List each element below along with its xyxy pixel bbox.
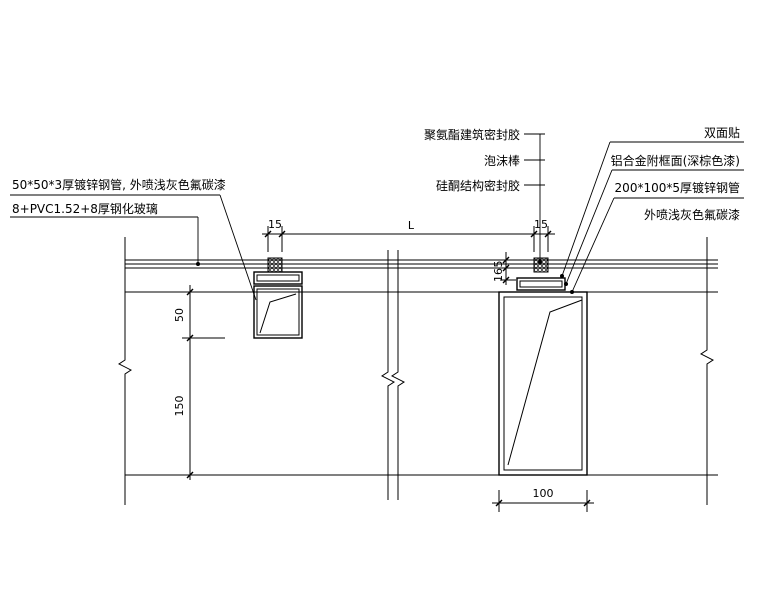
leader-lines bbox=[10, 133, 744, 301]
structure-lines bbox=[125, 291, 718, 476]
label-steel-tube-small: 50*50*3厚镀锌钢管, 外喷浅灰色氟碳漆 bbox=[12, 177, 226, 192]
dim-50: 50 bbox=[173, 308, 186, 322]
dim-span-l: L bbox=[408, 219, 415, 232]
label-pu-sealant: 聚氨酯建筑密封胶 bbox=[424, 127, 520, 142]
glass-panel-lines bbox=[125, 259, 718, 269]
left-vertical-dimension bbox=[182, 285, 225, 480]
large-steel-tube bbox=[498, 257, 588, 476]
bottom-dimension-line bbox=[492, 490, 594, 512]
label-alu-frame: 铝合金附框面(深棕色漆) bbox=[611, 153, 740, 168]
right-break-line bbox=[700, 237, 714, 505]
left-break-line bbox=[118, 237, 132, 505]
label-steel-tube-large: 200*100*5厚镀锌钢管 bbox=[615, 180, 740, 195]
dim-100: 100 bbox=[533, 487, 554, 500]
top-dimension-line bbox=[262, 226, 555, 252]
label-fluoro-paint: 外喷浅灰色氟碳漆 bbox=[644, 208, 740, 222]
dim-16: 16 bbox=[492, 268, 505, 282]
label-silicone-sealant: 硅酮结构密封胶 bbox=[436, 178, 520, 193]
leader-dots bbox=[196, 260, 574, 294]
center-break-line bbox=[381, 250, 405, 500]
dim-15-right: 15 bbox=[534, 218, 548, 231]
label-glass: 8+PVC1.52+8厚钢化玻璃 bbox=[12, 202, 158, 216]
small-steel-tube bbox=[253, 257, 303, 339]
small-vertical-dimension bbox=[500, 252, 532, 285]
dim-5: 5 bbox=[492, 261, 505, 268]
label-foam-rod: 泡沫棒 bbox=[484, 154, 520, 168]
label-double-tape: 双面贴 bbox=[704, 126, 740, 140]
dim-15-left: 15 bbox=[268, 218, 282, 231]
dim-150: 150 bbox=[173, 396, 186, 417]
